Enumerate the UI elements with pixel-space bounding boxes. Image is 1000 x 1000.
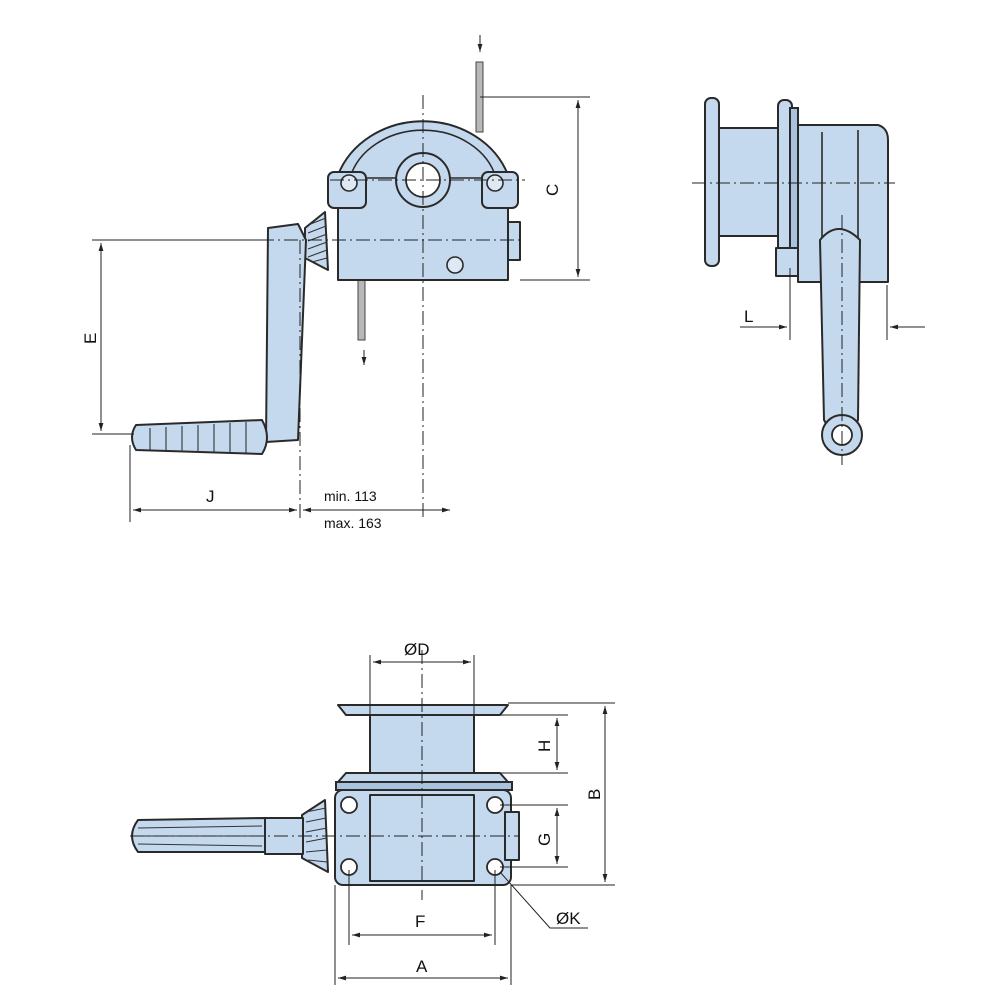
bolt-left [340,174,358,192]
label-e: E [81,333,100,344]
drum-barrel [718,127,782,237]
label-j: J [206,487,215,506]
label-h: H [535,740,554,752]
leader-k [499,871,588,929]
label-l: L [744,307,753,326]
label-b: B [585,789,604,800]
drum-flange-left [704,97,720,267]
side-cap [507,221,521,261]
label-k: ØK [556,909,581,928]
side-view: C E J min. 113 max. 163 [81,35,590,531]
label-d: ØD [404,640,430,659]
mount-hole-1 [340,796,358,814]
bolt-right [486,174,504,192]
label-a: A [416,957,428,976]
lower-bracket [775,247,799,277]
spring-coils [307,217,328,263]
drum-flange-top [337,704,509,716]
front-view: L [692,97,925,465]
crank-arm [265,223,307,443]
handle-grip [131,419,268,455]
label-min: min. 113 [324,488,377,504]
label-max: max. 163 [324,515,382,531]
rope-bottom [357,277,366,341]
label-c: C [543,184,562,196]
label-f: F [415,912,425,931]
grip-ridges [149,422,247,453]
crank-front [819,228,861,437]
drum-flange-bottom [337,772,509,783]
handle-grip-top [131,817,266,853]
top-view: ØD H B G F ØK A [130,640,615,985]
spring-coils-top [305,807,328,863]
ratchet-disc [335,781,513,791]
label-g: G [535,833,554,846]
bolt-bottom [446,256,464,274]
